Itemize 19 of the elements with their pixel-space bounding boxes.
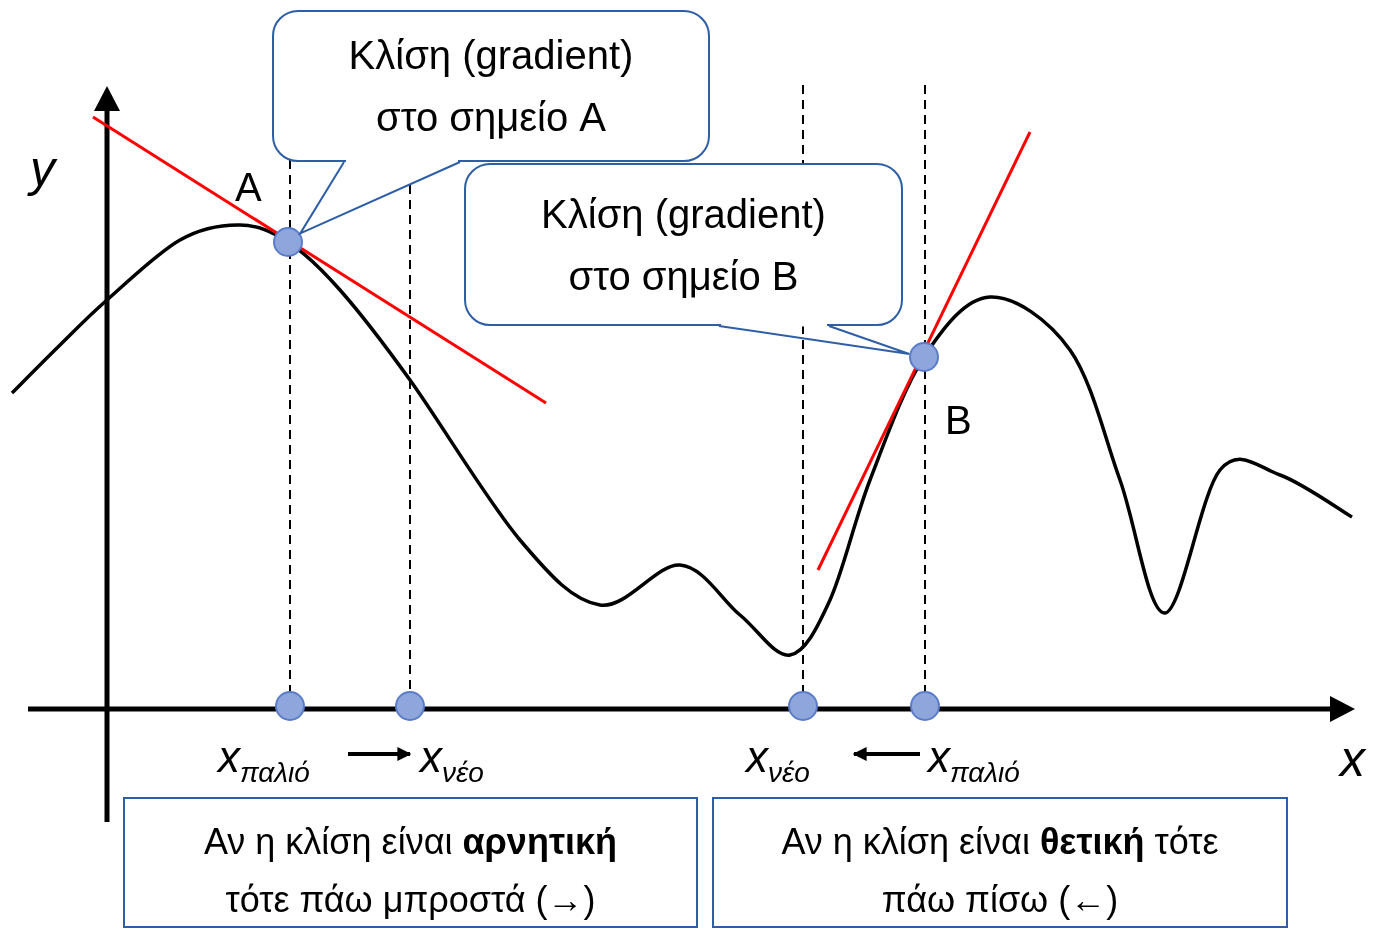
arrow	[852, 747, 920, 761]
speech-bubble	[272, 10, 710, 162]
point-label: A	[235, 165, 262, 210]
axis-value-label: x$_{νέο}$	[420, 735, 510, 785]
callout-text: Κλίση (gradient) στο σημείο B	[540, 190, 827, 300]
axis-value-label: x$_{παλιό}$	[218, 735, 328, 785]
point-marker	[909, 342, 939, 372]
axis-value-label: x$_{νέο}$	[746, 735, 836, 785]
arrow	[348, 747, 412, 761]
point-marker	[910, 691, 940, 721]
point-label: B	[945, 398, 972, 443]
point-marker	[273, 227, 303, 257]
axis-label: x	[1340, 730, 1365, 788]
axis-value-label: x$_{παλιό}$	[928, 735, 1038, 785]
point-marker	[275, 691, 305, 721]
point-marker	[395, 691, 425, 721]
point-marker	[788, 691, 818, 721]
callout-text: Κλίση (gradient) στο σημείο A	[347, 32, 635, 141]
speech-bubble	[464, 163, 903, 326]
